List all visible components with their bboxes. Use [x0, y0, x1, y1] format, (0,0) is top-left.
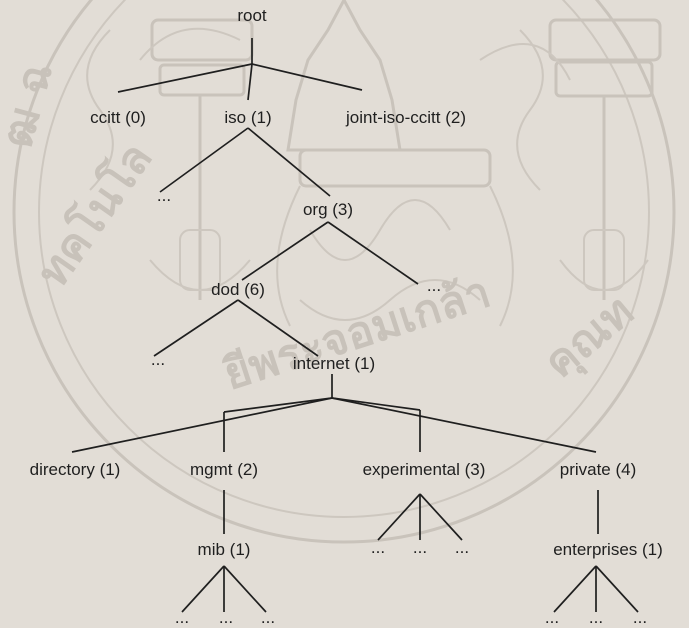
node-exp-child: ...: [412, 538, 428, 557]
seal-left-swirl: [139, 27, 241, 61]
edge-exp-fan-3: [419, 493, 463, 541]
seal-right-pillar: [548, 18, 662, 300]
node-internet: internet (1): [292, 354, 376, 373]
node-mib-child: ...: [174, 608, 190, 627]
node-private: private (4): [559, 460, 637, 479]
node-mib: mib (1): [197, 540, 251, 559]
edge-iso-org: [247, 127, 331, 197]
edge-ent-fan-3: [595, 565, 639, 613]
node-iso-more: ...: [156, 186, 172, 205]
edge-internet-mgmt-a: [223, 397, 333, 413]
node-joint-iso-ccitt: joint-iso-ccitt (2): [346, 108, 466, 127]
edge-iso-more: [159, 127, 249, 193]
edge-root-ccitt: [117, 63, 253, 93]
edge-org-dod: [241, 221, 329, 281]
node-dod: dod (6): [211, 280, 265, 299]
node-mib-child: ...: [260, 608, 276, 627]
edge-dod-internet: [237, 299, 319, 357]
seal-right-swirl: [479, 43, 571, 81]
edge-internet-exp-a: [331, 397, 421, 411]
seal-left-scroll: [86, 29, 114, 191]
node-root: root: [237, 6, 267, 25]
edge-root-iso: [247, 63, 253, 101]
edge-root-joint: [251, 63, 363, 91]
seal-outer-ring: [12, 0, 676, 544]
node-ent-child: ...: [588, 608, 604, 627]
node-mib-child: ...: [218, 608, 234, 627]
node-enterprises: enterprises (1): [553, 540, 663, 559]
node-dod-more: ...: [150, 350, 166, 369]
node-org: org (3): [302, 200, 354, 219]
edge-dod-more: [153, 299, 239, 357]
edge-org-more: [327, 221, 419, 285]
node-exp-child: ...: [454, 538, 470, 557]
node-ccitt: ccitt (0): [90, 108, 146, 127]
node-ent-child: ...: [544, 608, 560, 627]
edge-ent-fan-1: [553, 565, 597, 613]
node-directory: directory (1): [29, 460, 121, 479]
node-org-more: ...: [426, 276, 442, 295]
node-experimental: experimental (3): [362, 460, 486, 479]
seal-center-crown: [276, 0, 514, 327]
node-exp-child: ...: [370, 538, 386, 557]
node-mgmt: mgmt (2): [190, 460, 258, 479]
edge-internet-private: [331, 397, 597, 453]
edge-mib-fan-1: [181, 565, 225, 613]
edge-mib-fan-3: [223, 565, 267, 613]
seal-right-scroll: [516, 29, 544, 191]
edge-exp-fan-1: [377, 493, 421, 541]
edge-internet-directory: [71, 397, 333, 453]
node-ent-child: ...: [632, 608, 648, 627]
node-iso: iso (1): [224, 108, 272, 127]
seal-inner-ring: [38, 0, 650, 518]
